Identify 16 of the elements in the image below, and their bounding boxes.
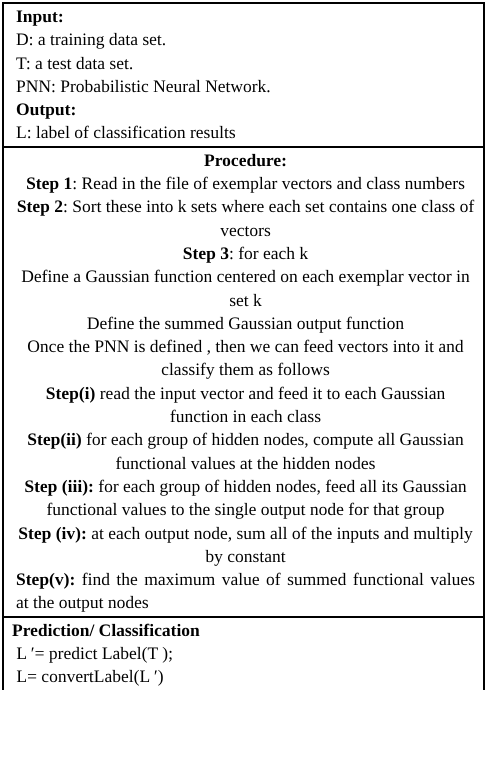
heading-text: Input:	[16, 5, 65, 28]
body-text: PNN: Probabilistic Neural Network.	[16, 74, 272, 98]
step-text: Step(v): find the maximum value of summed functional values at the output nodes	[16, 568, 475, 614]
step-text: Step 3: for each k	[182, 242, 310, 265]
code-text: L ′= predict Label(T );	[15, 642, 174, 666]
heading-text: Procedure:	[203, 148, 288, 172]
heading-text: Prediction/ Classification	[12, 618, 201, 642]
code-text: L= convertLabel(L ′)	[15, 665, 165, 688]
step-text: Step 1: Read in the file of exemplar vectors and class numbers	[25, 172, 466, 196]
heading-text: Output:	[16, 98, 78, 122]
body-text: Define a Gaussian function centered on each exemplar vector in set k	[20, 265, 471, 312]
body-text: D: a training data set.	[16, 28, 168, 52]
body-text: L: label of classification results	[16, 121, 237, 144]
body-text: T: a test data set.	[16, 52, 134, 75]
body-text: Define the summed Gaussian output function	[86, 312, 406, 335]
step-text: Step 2: Sort these into k sets where each set contains one class of vectors	[16, 195, 475, 242]
